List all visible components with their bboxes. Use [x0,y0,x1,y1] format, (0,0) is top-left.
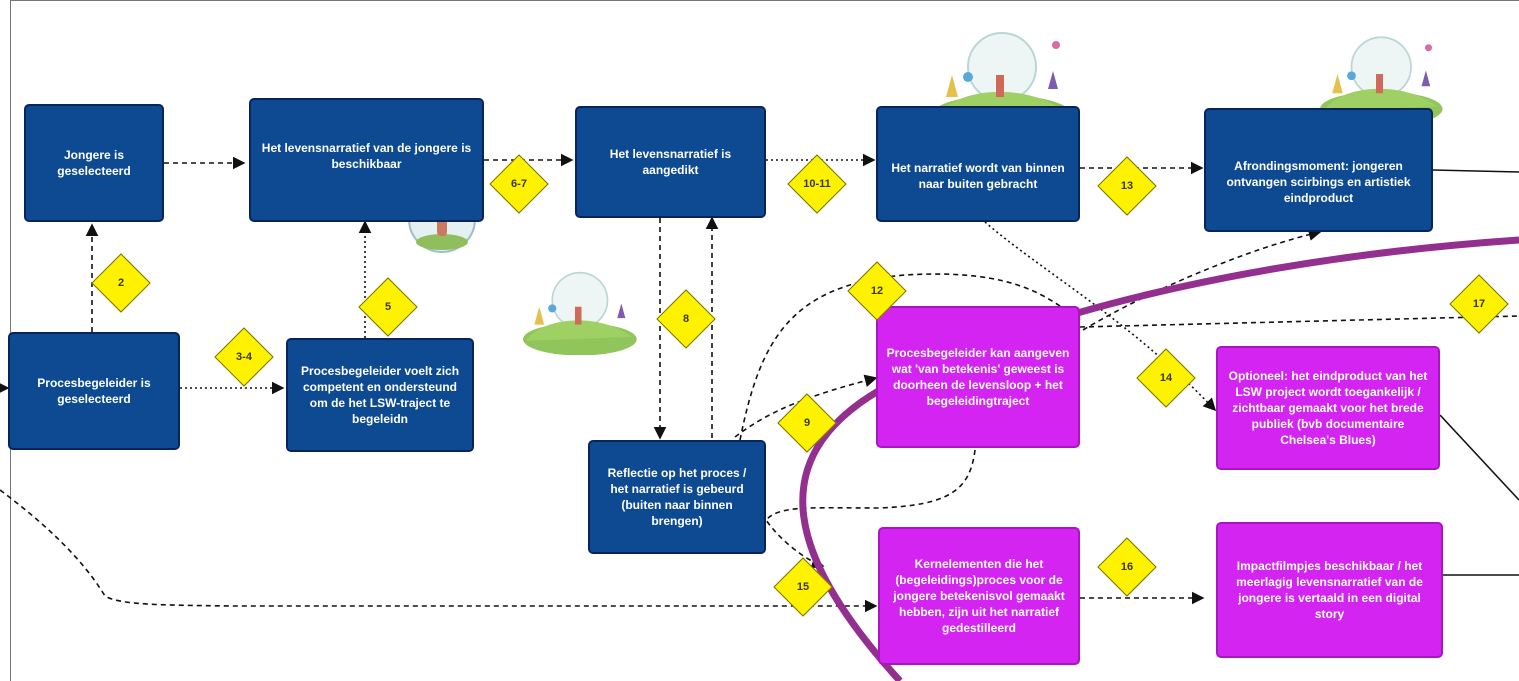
decision-label-16: 16 [1120,561,1134,573]
node-kernelementen-gedestilleerd[interactable]: Kernelementen die het (begeleidings)proc… [878,527,1080,665]
decision-label-5: 5 [384,301,392,313]
node-levensnarratief-aangedikt[interactable]: Het levensnarratief is aangedikt [575,106,766,218]
edge-n9-n5 [1082,228,1322,331]
landscape-illustration [916,27,1076,131]
landscape-illustration [1306,32,1446,125]
node-optioneel-eindproduct[interactable]: Optioneel: het eindproduct van het LSW p… [1216,346,1440,470]
edge-n9-right [1079,315,1519,328]
decision-label-3-4: 3-4 [236,351,252,363]
edge-n8-n9 [734,374,878,438]
landscape-illustration [510,267,640,355]
node-afrondingsmoment[interactable]: Afrondingsmoment: jongeren ontvangen sci… [1204,108,1433,232]
edge-left-n11 [0,489,878,613]
node-jongere-geselecteerd[interactable]: Jongere is geselecteerd [24,104,164,222]
decision-label-17: 17 [1472,298,1486,310]
decision-label-9: 9 [803,417,811,429]
node-narratief-naar-buiten[interactable]: Het narratief wordt van binnen naar buit… [876,106,1080,222]
edge-n5-out [1432,169,1519,173]
node-procesbegeleider-geselecteerd[interactable]: Procesbegeleider is geselecteerd [8,332,180,450]
edge-n9-n11 [764,449,976,569]
node-reflectie-op-proces[interactable]: Reflectie op het proces / het narratief … [588,440,766,554]
decision-label-10-11: 10-11 [803,178,831,190]
decision-label-2: 2 [117,277,125,289]
edge-n10-out [1439,414,1519,501]
decision-label-12: 12 [870,285,884,297]
decision-label-13: 13 [1120,180,1134,192]
decision-label-14: 14 [1159,372,1173,384]
decision-label-6-7: 6-7 [511,178,527,190]
decision-label-15: 15 [796,581,810,593]
node-levensnarratief-beschikbaar[interactable]: Het levensnarratief van de jongere is be… [249,98,484,222]
node-betekenis-aangeven[interactable]: Procesbegeleider kan aangeven wat 'van b… [876,306,1080,448]
node-procesbegeleider-competent[interactable]: Procesbegeleider voelt zich competent en… [286,338,474,452]
decision-label-8: 8 [682,313,690,325]
node-impactfilmpjes[interactable]: Impactfilmpjes beschikbaar / het meerlag… [1216,522,1443,658]
